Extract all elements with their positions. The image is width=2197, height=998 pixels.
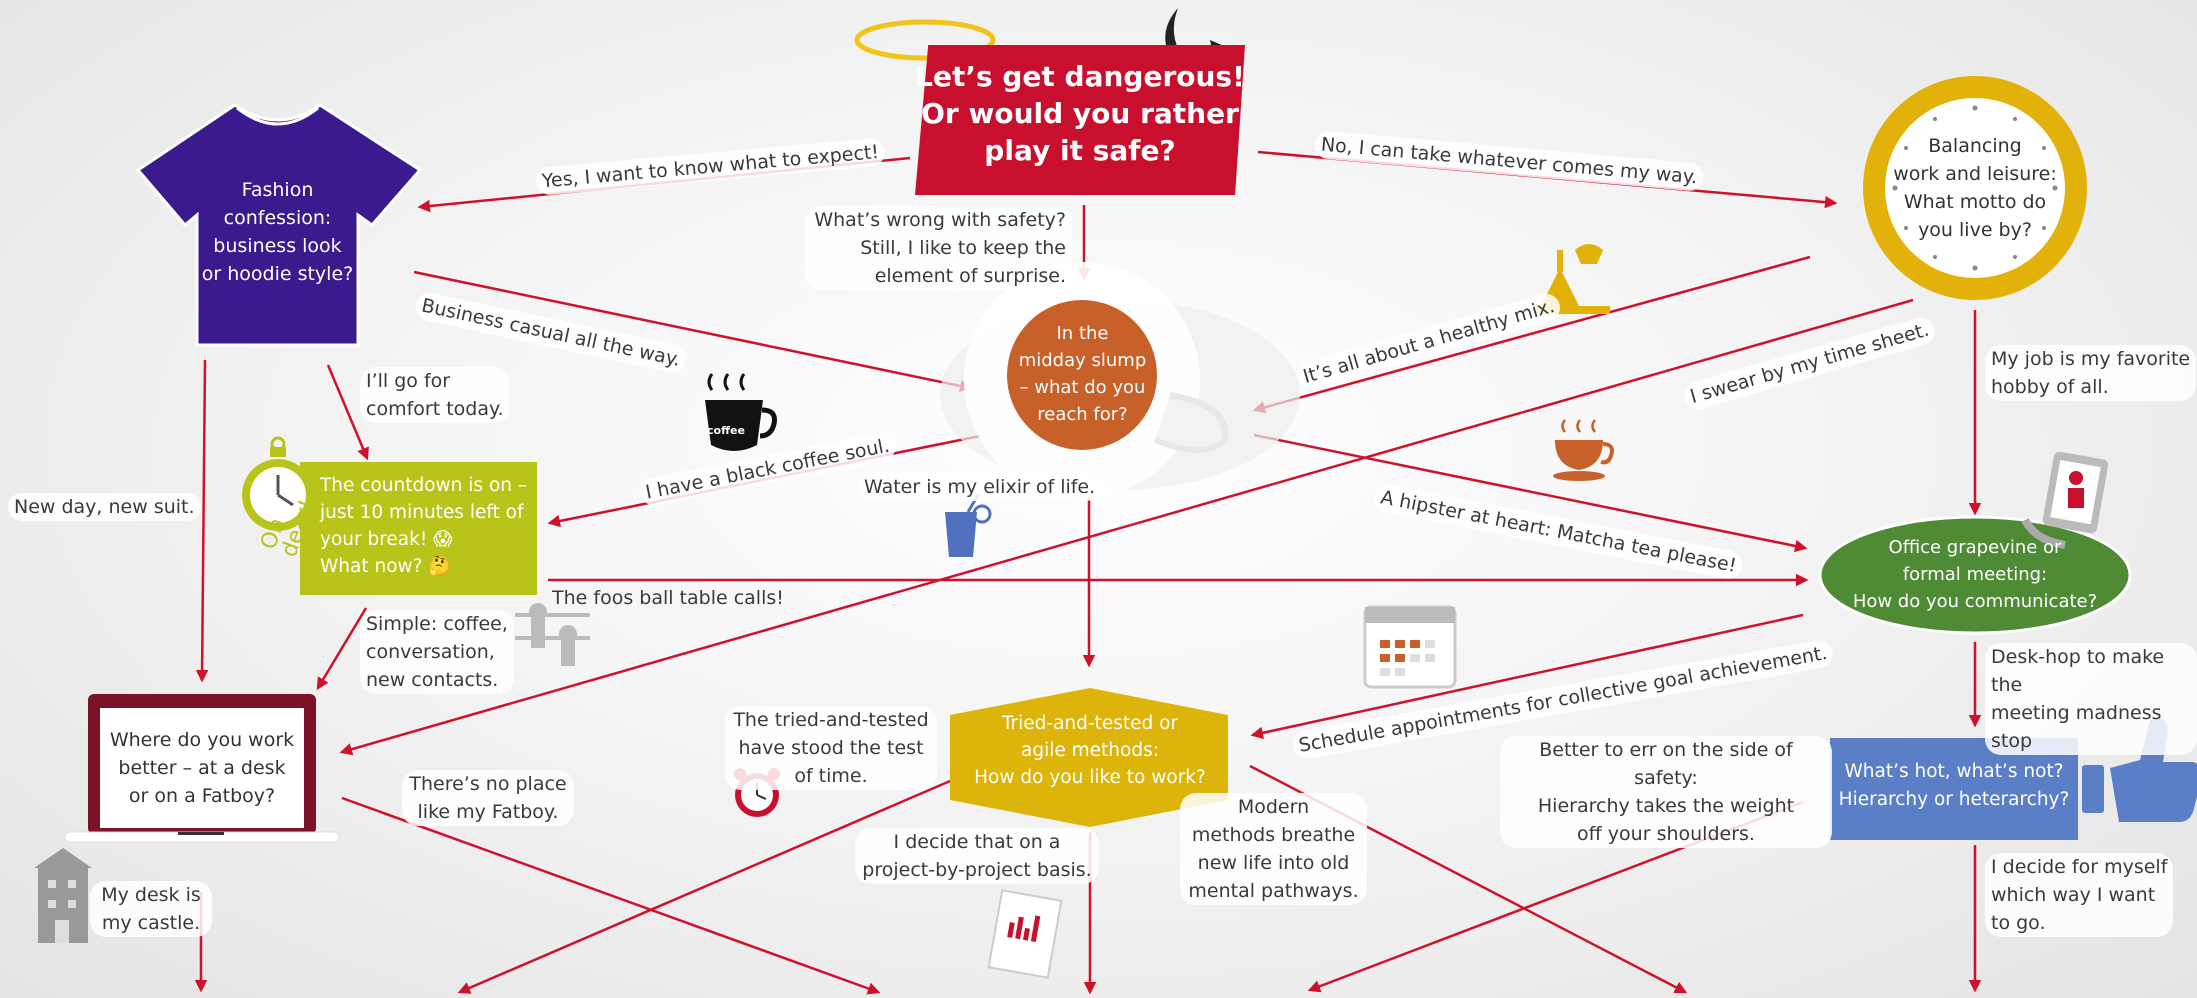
label-favorite-hobby: My job is my favorite hobby of all. [1985, 345, 2197, 401]
halo-icon [854, 19, 996, 61]
label-err-safety: Better to err on the side of safety: Hie… [1500, 736, 1832, 848]
castle-icon [34, 848, 92, 943]
label-simple: Simple: coffee, conversation, new contac… [360, 610, 514, 694]
label-safety: What’s wrong with safety? Still, I like … [805, 206, 1072, 290]
arrow-countdown-to-where [316, 607, 368, 691]
node-grapevine: Office grapevine or formal meeting: How … [1852, 537, 2098, 612]
label-modern: Modern methods breathe new life into old… [1180, 793, 1367, 905]
node-where: Where do you work better – at a desk or … [109, 729, 295, 807]
label-foosball: The foos ball table calls! [552, 587, 784, 609]
laptop-icon [64, 694, 340, 843]
label-comfort: I’ll go for comfort today. [360, 367, 510, 423]
arrow-fashion-to-countdown [326, 364, 369, 461]
report-icon [987, 889, 1063, 979]
tablet-person-icon [2021, 451, 2109, 549]
coffee-cup-label: coffee [707, 424, 745, 437]
node-methods: Tried-and-tested or agile methods: How d… [974, 713, 1206, 788]
label-tried-tested: The tried-and-tested have stood the test… [725, 706, 937, 790]
page-title: Let’s get dangerous! Or would you rather… [915, 60, 1245, 167]
node-countdown: The countdown is on – just 10 minutes le… [320, 475, 528, 577]
slump-circle [1007, 300, 1157, 450]
coffee-cup-icon [705, 373, 777, 451]
node-slump: In the midday slump – what do you reach … [1018, 323, 1147, 425]
arrow-slump-to-grapevine [1253, 433, 1808, 553]
arrow-fashion-to-where [195, 359, 209, 683]
countdown-box [300, 462, 537, 595]
node-fashion: Fashion confession: business look or hoo… [201, 179, 354, 285]
arrow-fashion-to-slump [413, 270, 973, 393]
node-clock: Balancing work and leisure: What motto d… [1893, 135, 2057, 241]
iced-drink-icon [945, 494, 992, 557]
label-no-place: There’s no place like my Fatboy. [402, 770, 574, 826]
title-banner [915, 45, 1245, 195]
arrow-where-down-right [341, 796, 881, 995]
arrow-clock-to-where [339, 298, 1914, 756]
hierarchy-box [1830, 738, 2078, 840]
label-new-day: New day, new suit. [8, 493, 201, 521]
t-shirt-icon [135, 103, 423, 347]
cup-handle [1153, 392, 1229, 453]
foosball-icon [515, 603, 590, 666]
arrow-methods-left [457, 764, 986, 994]
teacup-icon [1553, 419, 1614, 481]
arrow-clock-to-slump [1252, 255, 1811, 414]
label-project-basis: I decide that on a project-by-project ba… [855, 828, 1099, 884]
label-desk-castle: My desk is my castle. [90, 881, 212, 937]
calendar-icon [1363, 605, 1457, 689]
label-desk-hop: Desk-hop to make the meeting madness sto… [1985, 643, 2197, 755]
thumbs-up-icon [2082, 717, 2197, 822]
arrow-grapevine-to-methods [1250, 613, 1804, 739]
node-hierarchy: What’s hot, what’s not? Hierarchy or het… [1838, 761, 2070, 810]
label-water: Water is my elixir of life. [858, 473, 1102, 501]
stopwatch-icon [242, 436, 314, 531]
methods-hexagon [950, 688, 1228, 827]
label-decide-myself: I decide for myself which way I want to … [1985, 853, 2174, 937]
